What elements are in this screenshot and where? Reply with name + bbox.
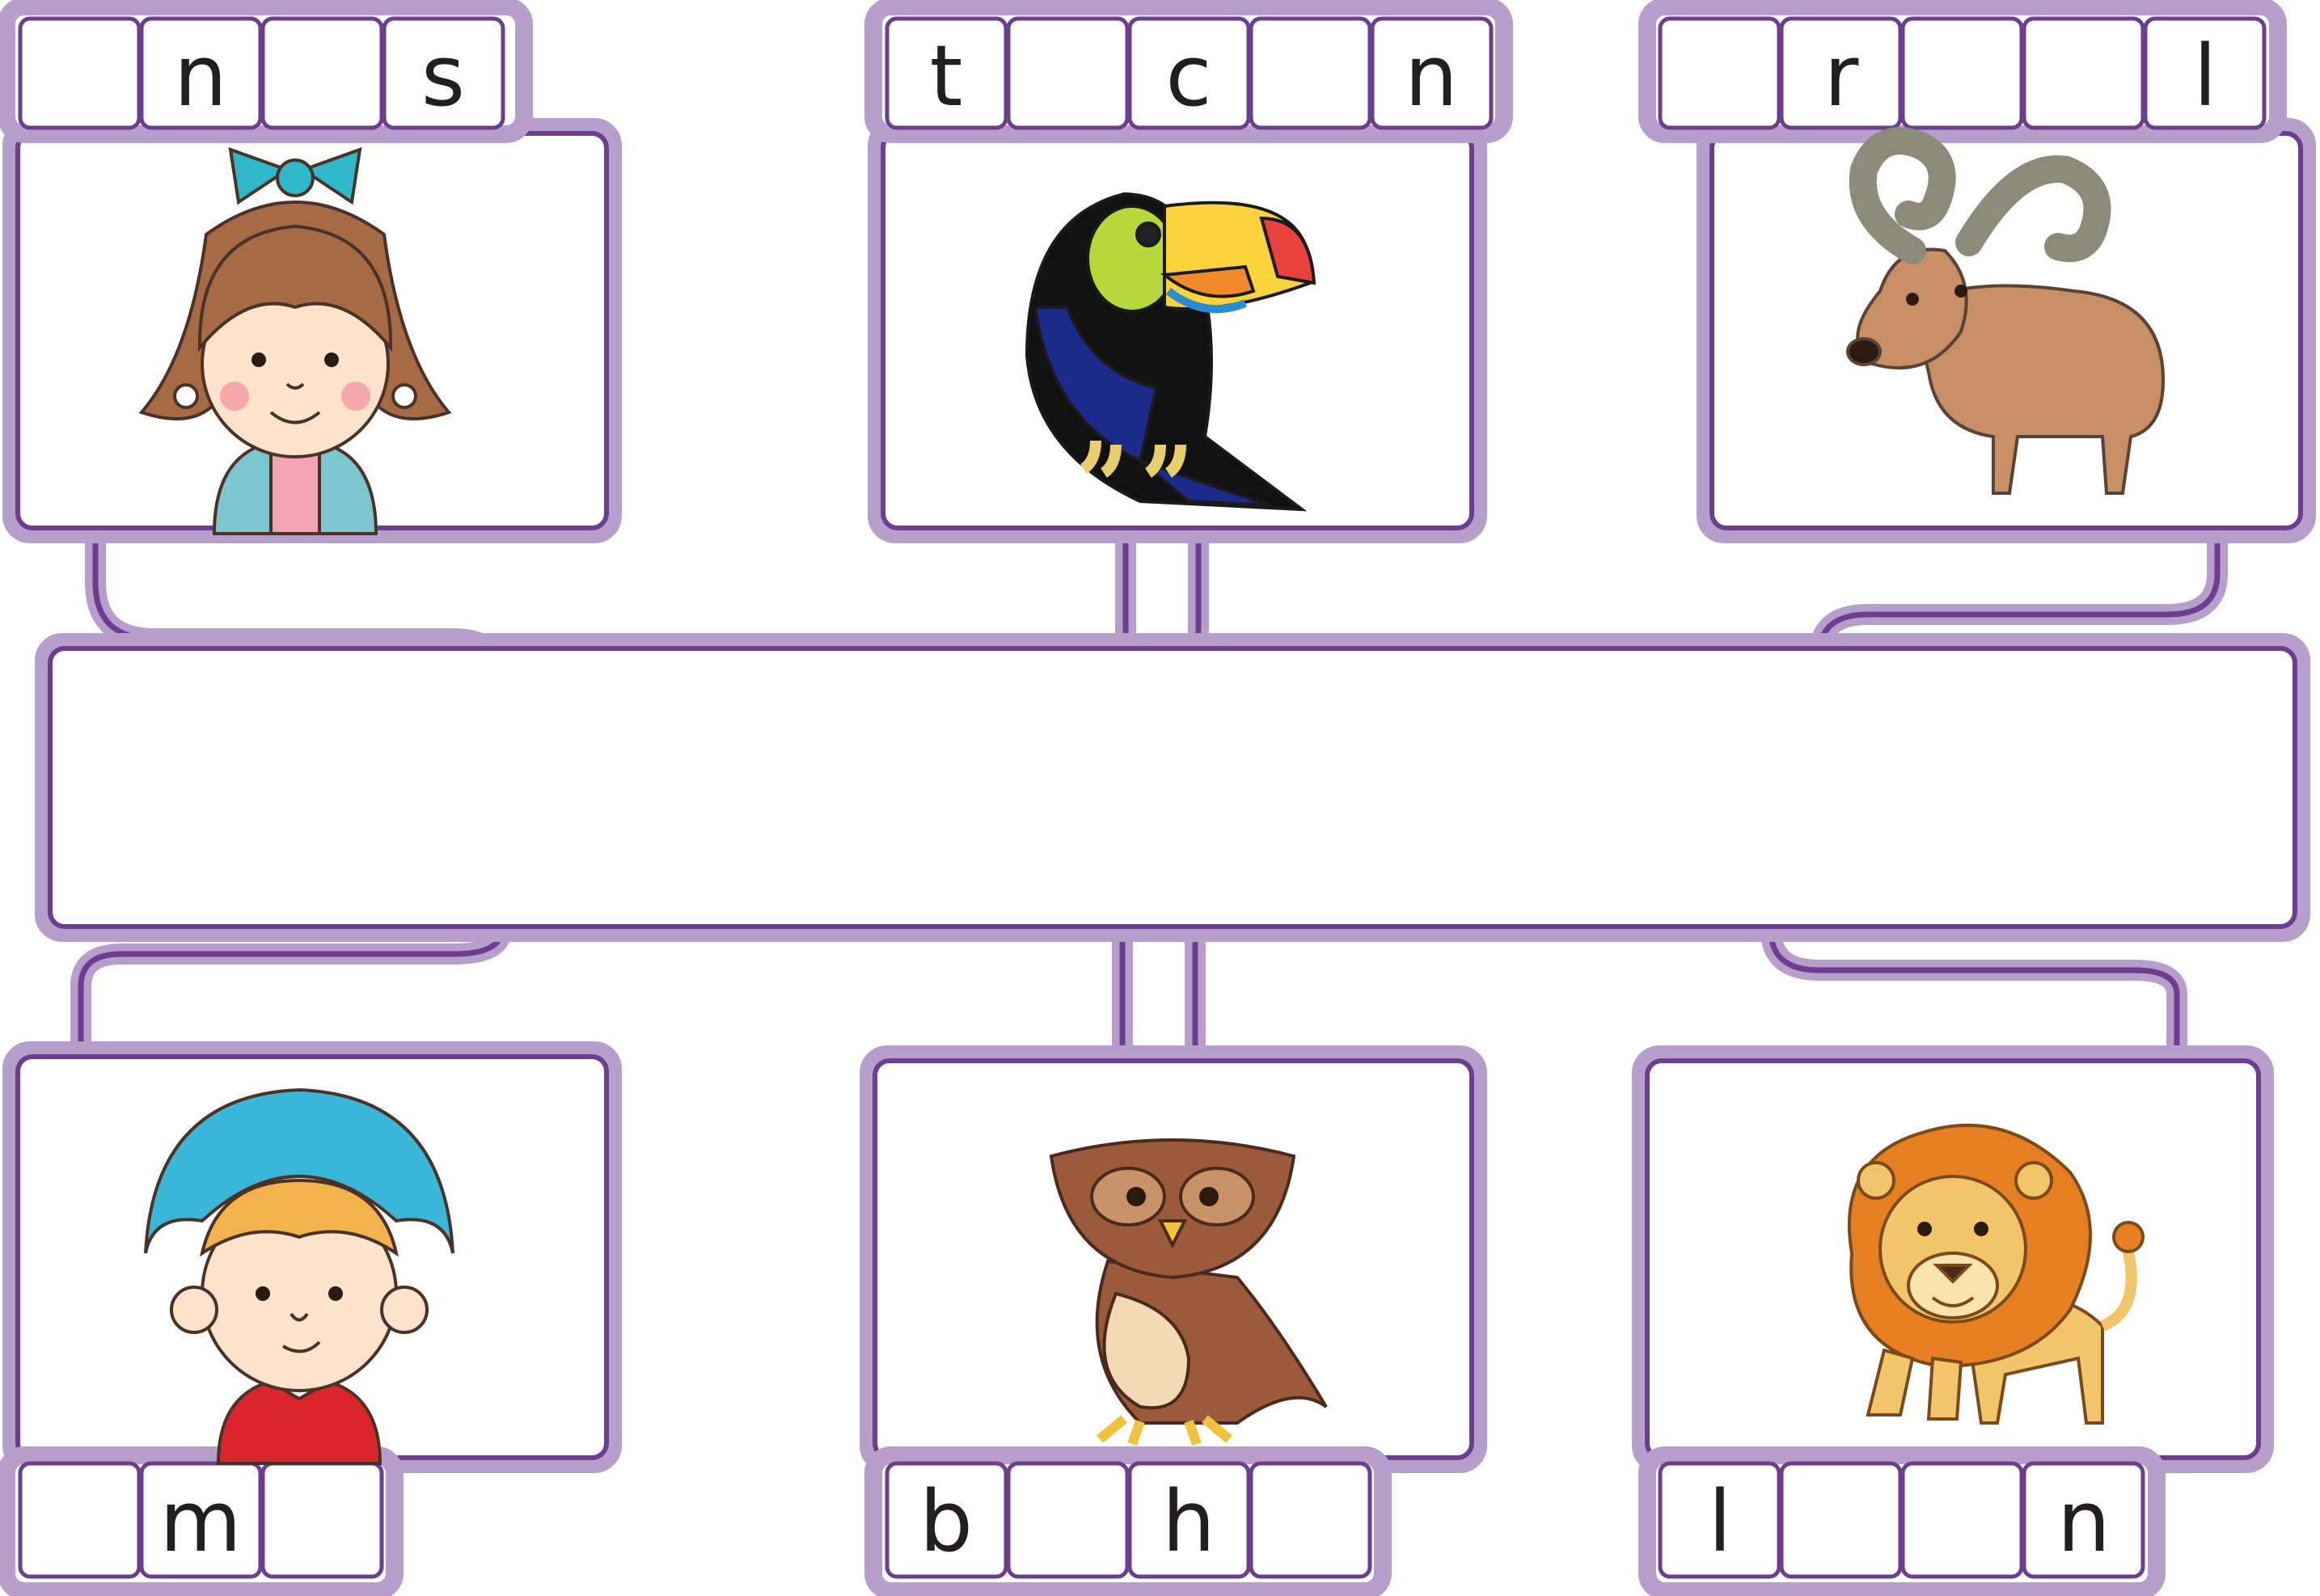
letter-cell[interactable] <box>382 16 505 130</box>
letter-cell[interactable] <box>1006 16 1130 130</box>
letter-cell[interactable] <box>1127 16 1251 130</box>
letter-strip-boy: m <box>0 1446 404 1596</box>
letter-strip-toucan: t c n <box>864 0 1513 143</box>
letter-strip-owl: b h <box>864 1446 1392 1596</box>
letter-cell[interactable] <box>260 16 384 130</box>
letter-cell[interactable] <box>1249 1461 1372 1579</box>
letter: t <box>930 27 963 125</box>
letter-cell[interactable] <box>139 16 263 130</box>
letter-cell[interactable] <box>18 1461 142 1579</box>
letter-cell[interactable] <box>885 16 1008 130</box>
girl-icon <box>138 146 452 535</box>
letter: l <box>1709 1472 1732 1571</box>
letter-cell[interactable] <box>1127 1461 1251 1579</box>
letter: r <box>1824 27 1859 125</box>
letter-cell[interactable] <box>260 1461 384 1579</box>
toucan-icon <box>1025 192 1316 512</box>
letter-cell[interactable] <box>2143 16 2267 130</box>
lion-icon <box>1847 1123 2145 1425</box>
letter: s <box>421 27 465 125</box>
letter: n <box>174 27 227 125</box>
letter-cell[interactable] <box>1779 16 1903 130</box>
letter: b <box>919 1472 973 1571</box>
letter-cell[interactable] <box>1658 1461 1781 1579</box>
letter-strip-ram: r l <box>1638 0 2287 143</box>
letter-cell[interactable] <box>1900 16 2024 130</box>
answer-box[interactable] <box>35 633 2310 942</box>
letter: h <box>1162 1472 1215 1571</box>
ram-icon <box>1846 127 2166 495</box>
letter-cell[interactable] <box>1658 16 1781 130</box>
letter-cell[interactable] <box>2022 1461 2145 1579</box>
owl-icon <box>1049 1138 1328 1446</box>
letter-cell[interactable] <box>1249 16 1372 130</box>
letter-cell[interactable] <box>18 16 142 130</box>
letter: l <box>2194 27 2217 125</box>
letter: n <box>2057 1472 2111 1571</box>
letter-strip-lion: l n <box>1638 1446 2166 1596</box>
letter-cell[interactable] <box>1900 1461 2024 1579</box>
letter-cell[interactable] <box>1779 1461 1903 1579</box>
boy-icon <box>144 1087 454 1465</box>
letter-cell[interactable] <box>1006 1461 1130 1579</box>
letter-cell[interactable] <box>885 1461 1008 1579</box>
letter-cell[interactable] <box>139 1461 263 1579</box>
letter: c <box>1165 27 1211 125</box>
letter: m <box>159 1472 241 1571</box>
letter-cell[interactable] <box>2022 16 2145 130</box>
letter-cell[interactable] <box>1370 16 1494 130</box>
letter-strip-girl: n s <box>0 0 533 143</box>
letter: n <box>1405 27 1458 125</box>
